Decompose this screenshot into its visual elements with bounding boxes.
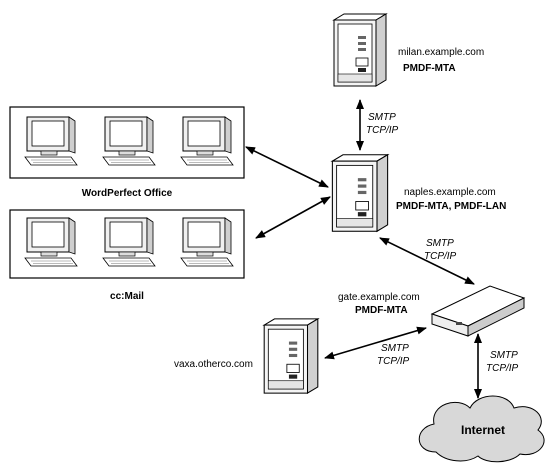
router-gate[interactable]: gate.example.com PMDF-MTA xyxy=(338,285,526,337)
group-wordperfect-office[interactable]: WordPerfect Office xyxy=(9,106,245,199)
link-label-naples-gate-protocol: SMTP xyxy=(426,238,454,249)
link-naples-gate xyxy=(379,237,475,285)
router-gate-role: PMDF-MTA xyxy=(355,305,408,316)
group-wordperfect-office-label: WordPerfect Office xyxy=(82,188,173,199)
workstation-icon xyxy=(102,116,156,166)
links xyxy=(245,99,482,399)
link-wpo-naples xyxy=(245,146,329,188)
cloud-shape xyxy=(418,395,545,463)
link-label-naples-gate-transport: TCP/IP xyxy=(424,251,457,262)
workstation-icon xyxy=(180,116,234,166)
server-milan-role: PMDF-MTA xyxy=(403,63,456,74)
server-naples-host: naples.example.com xyxy=(404,187,496,198)
link-ccmail-naples xyxy=(255,196,331,239)
server-naples-role: PMDF-MTA, PMDF-LAN xyxy=(396,201,506,212)
workstation-icon xyxy=(24,217,78,267)
group-ccmail[interactable]: cc:Mail xyxy=(9,209,245,302)
internet-label: Internet xyxy=(461,423,505,437)
group-frame xyxy=(9,209,245,279)
group-ccmail-label: cc:Mail xyxy=(110,291,144,302)
workstation-icon xyxy=(24,116,78,166)
router-side xyxy=(467,297,525,337)
group-frame xyxy=(9,106,245,179)
server-naples[interactable]: naples.example.com PMDF-MTA, PMDF-LAN xyxy=(331,154,506,232)
link-label-milan-naples-transport: TCP/IP xyxy=(366,125,399,136)
link-label-gate-internet-transport: TCP/IP xyxy=(486,363,519,374)
link-label-gate-vaxa-transport: TCP/IP xyxy=(377,356,410,367)
link-label-gate-internet-protocol: SMTP xyxy=(490,350,518,361)
workstation-icon xyxy=(180,217,234,267)
server-icon xyxy=(263,318,319,394)
link-label-milan-naples-protocol: SMTP xyxy=(368,112,396,123)
server-vaxa-host: vaxa.otherco.com xyxy=(174,359,253,370)
server-milan-host: milan.example.com xyxy=(398,47,484,58)
server-milan[interactable]: milan.example.com PMDF-MTA xyxy=(333,13,484,87)
router-led xyxy=(456,322,462,325)
link-label-gate-vaxa-protocol: SMTP xyxy=(381,343,409,354)
link-gate-vaxa xyxy=(324,326,427,360)
server-icon xyxy=(331,154,389,232)
server-icon xyxy=(333,13,387,87)
server-vaxa[interactable]: vaxa.otherco.com xyxy=(174,318,319,394)
internet-cloud[interactable]: Internet xyxy=(418,395,545,463)
workstation-icon xyxy=(102,217,156,267)
router-gate-host: gate.example.com xyxy=(338,292,420,303)
